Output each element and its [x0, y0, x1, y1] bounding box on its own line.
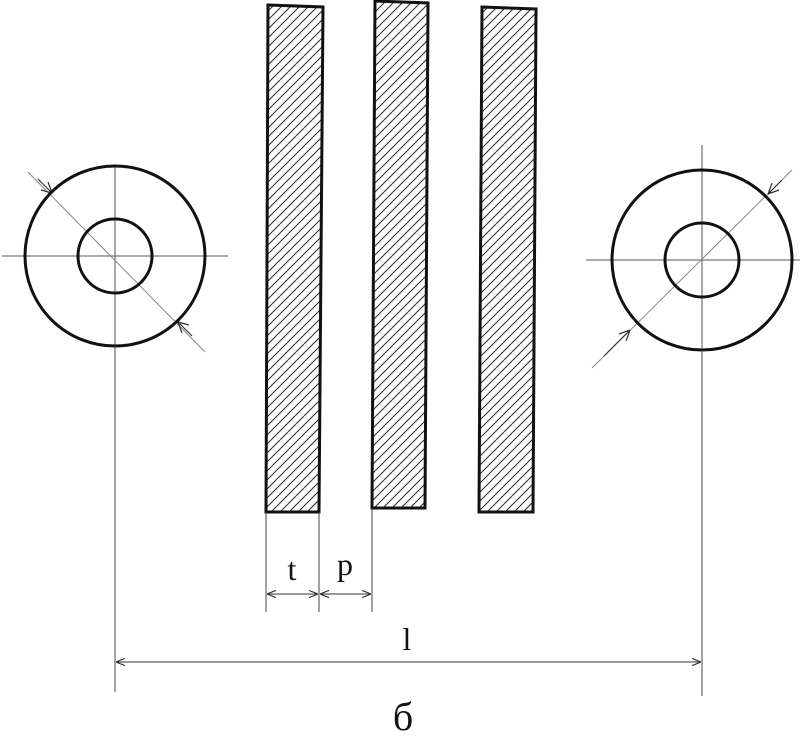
plate-1 [264, 3, 325, 514]
right-roller [586, 145, 800, 369]
thickness-label: t [288, 551, 297, 587]
gap-label: p [337, 546, 353, 582]
left-roller-arrow-lower [177, 321, 193, 337]
plate-3 [477, 5, 538, 514]
left-roller-arrow-upper [37, 178, 53, 194]
plates [264, 0, 538, 514]
distance-label: l [403, 621, 412, 657]
figure-caption: б [393, 694, 413, 739]
left-roller [2, 164, 228, 353]
left-roller-diagonal-line [27, 171, 206, 353]
right-roller-arrow-lower [603, 329, 631, 357]
right-roller-arrow-upper [767, 179, 783, 195]
plate-2 [370, 0, 430, 510]
roller-distance-dimension: l [114, 346, 703, 696]
right-roller-inner-circle [663, 221, 741, 299]
left-roller-inner-circle [76, 217, 154, 295]
thickness-gap-dimensions: t p [265, 508, 373, 612]
